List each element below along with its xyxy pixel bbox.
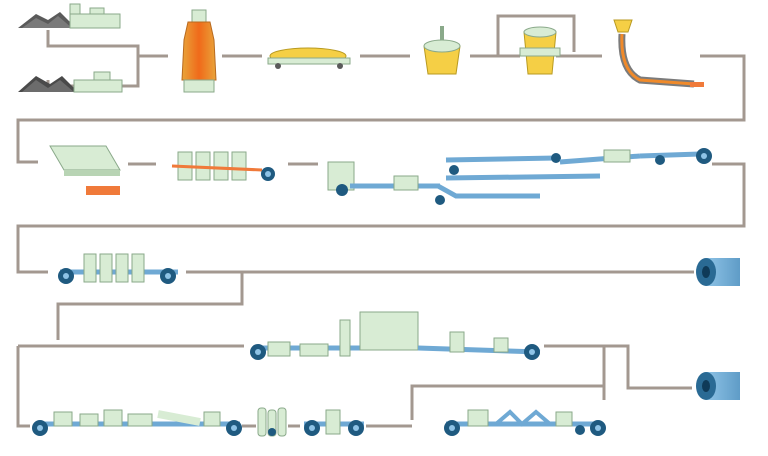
skinpass-mill-icon: [304, 409, 364, 436]
flow-line-caster-down: [16, 54, 746, 164]
continuous-annealing-furnace-icon: [250, 311, 541, 360]
finishing-line-icon: [444, 409, 606, 436]
rolling-mill-stands-icon: [171, 151, 275, 181]
blast-furnace-icon: [181, 9, 217, 93]
continuous-caster-icon: [613, 19, 704, 88]
flow-line-row2-down: [16, 162, 746, 274]
converter-icon: [519, 26, 561, 75]
flow-lines: [16, 14, 746, 428]
sinter-plant-upper-icon: [69, 3, 121, 29]
slab-icon: [49, 145, 121, 195]
ore-pile-upper-icon: [18, 12, 76, 28]
ore-pile-lower-icon: [18, 76, 78, 92]
cold-mill-stands-icon: [58, 253, 178, 284]
coating-line-icon: [32, 409, 242, 436]
gas-cylinders-icon: [257, 407, 287, 437]
ladle-icon: [423, 26, 461, 75]
sinter-plant-lower-icon: [73, 71, 123, 93]
raw-materials-yard: [18, 3, 123, 93]
torpedo-car-icon: [267, 47, 351, 69]
flow-line-raw-upper: [46, 30, 140, 56]
coil-icon: [696, 258, 740, 286]
coil-icon-lower: [696, 372, 740, 400]
flow-line-left-drop: [16, 346, 30, 428]
flow-line-anneal-split: [410, 346, 606, 420]
flow-line-cold-down: [56, 272, 244, 340]
flow-line-anneal-out: [544, 344, 692, 390]
pickling-line-icon: [327, 148, 712, 205]
flow-line-converter-bypass: [496, 14, 576, 56]
